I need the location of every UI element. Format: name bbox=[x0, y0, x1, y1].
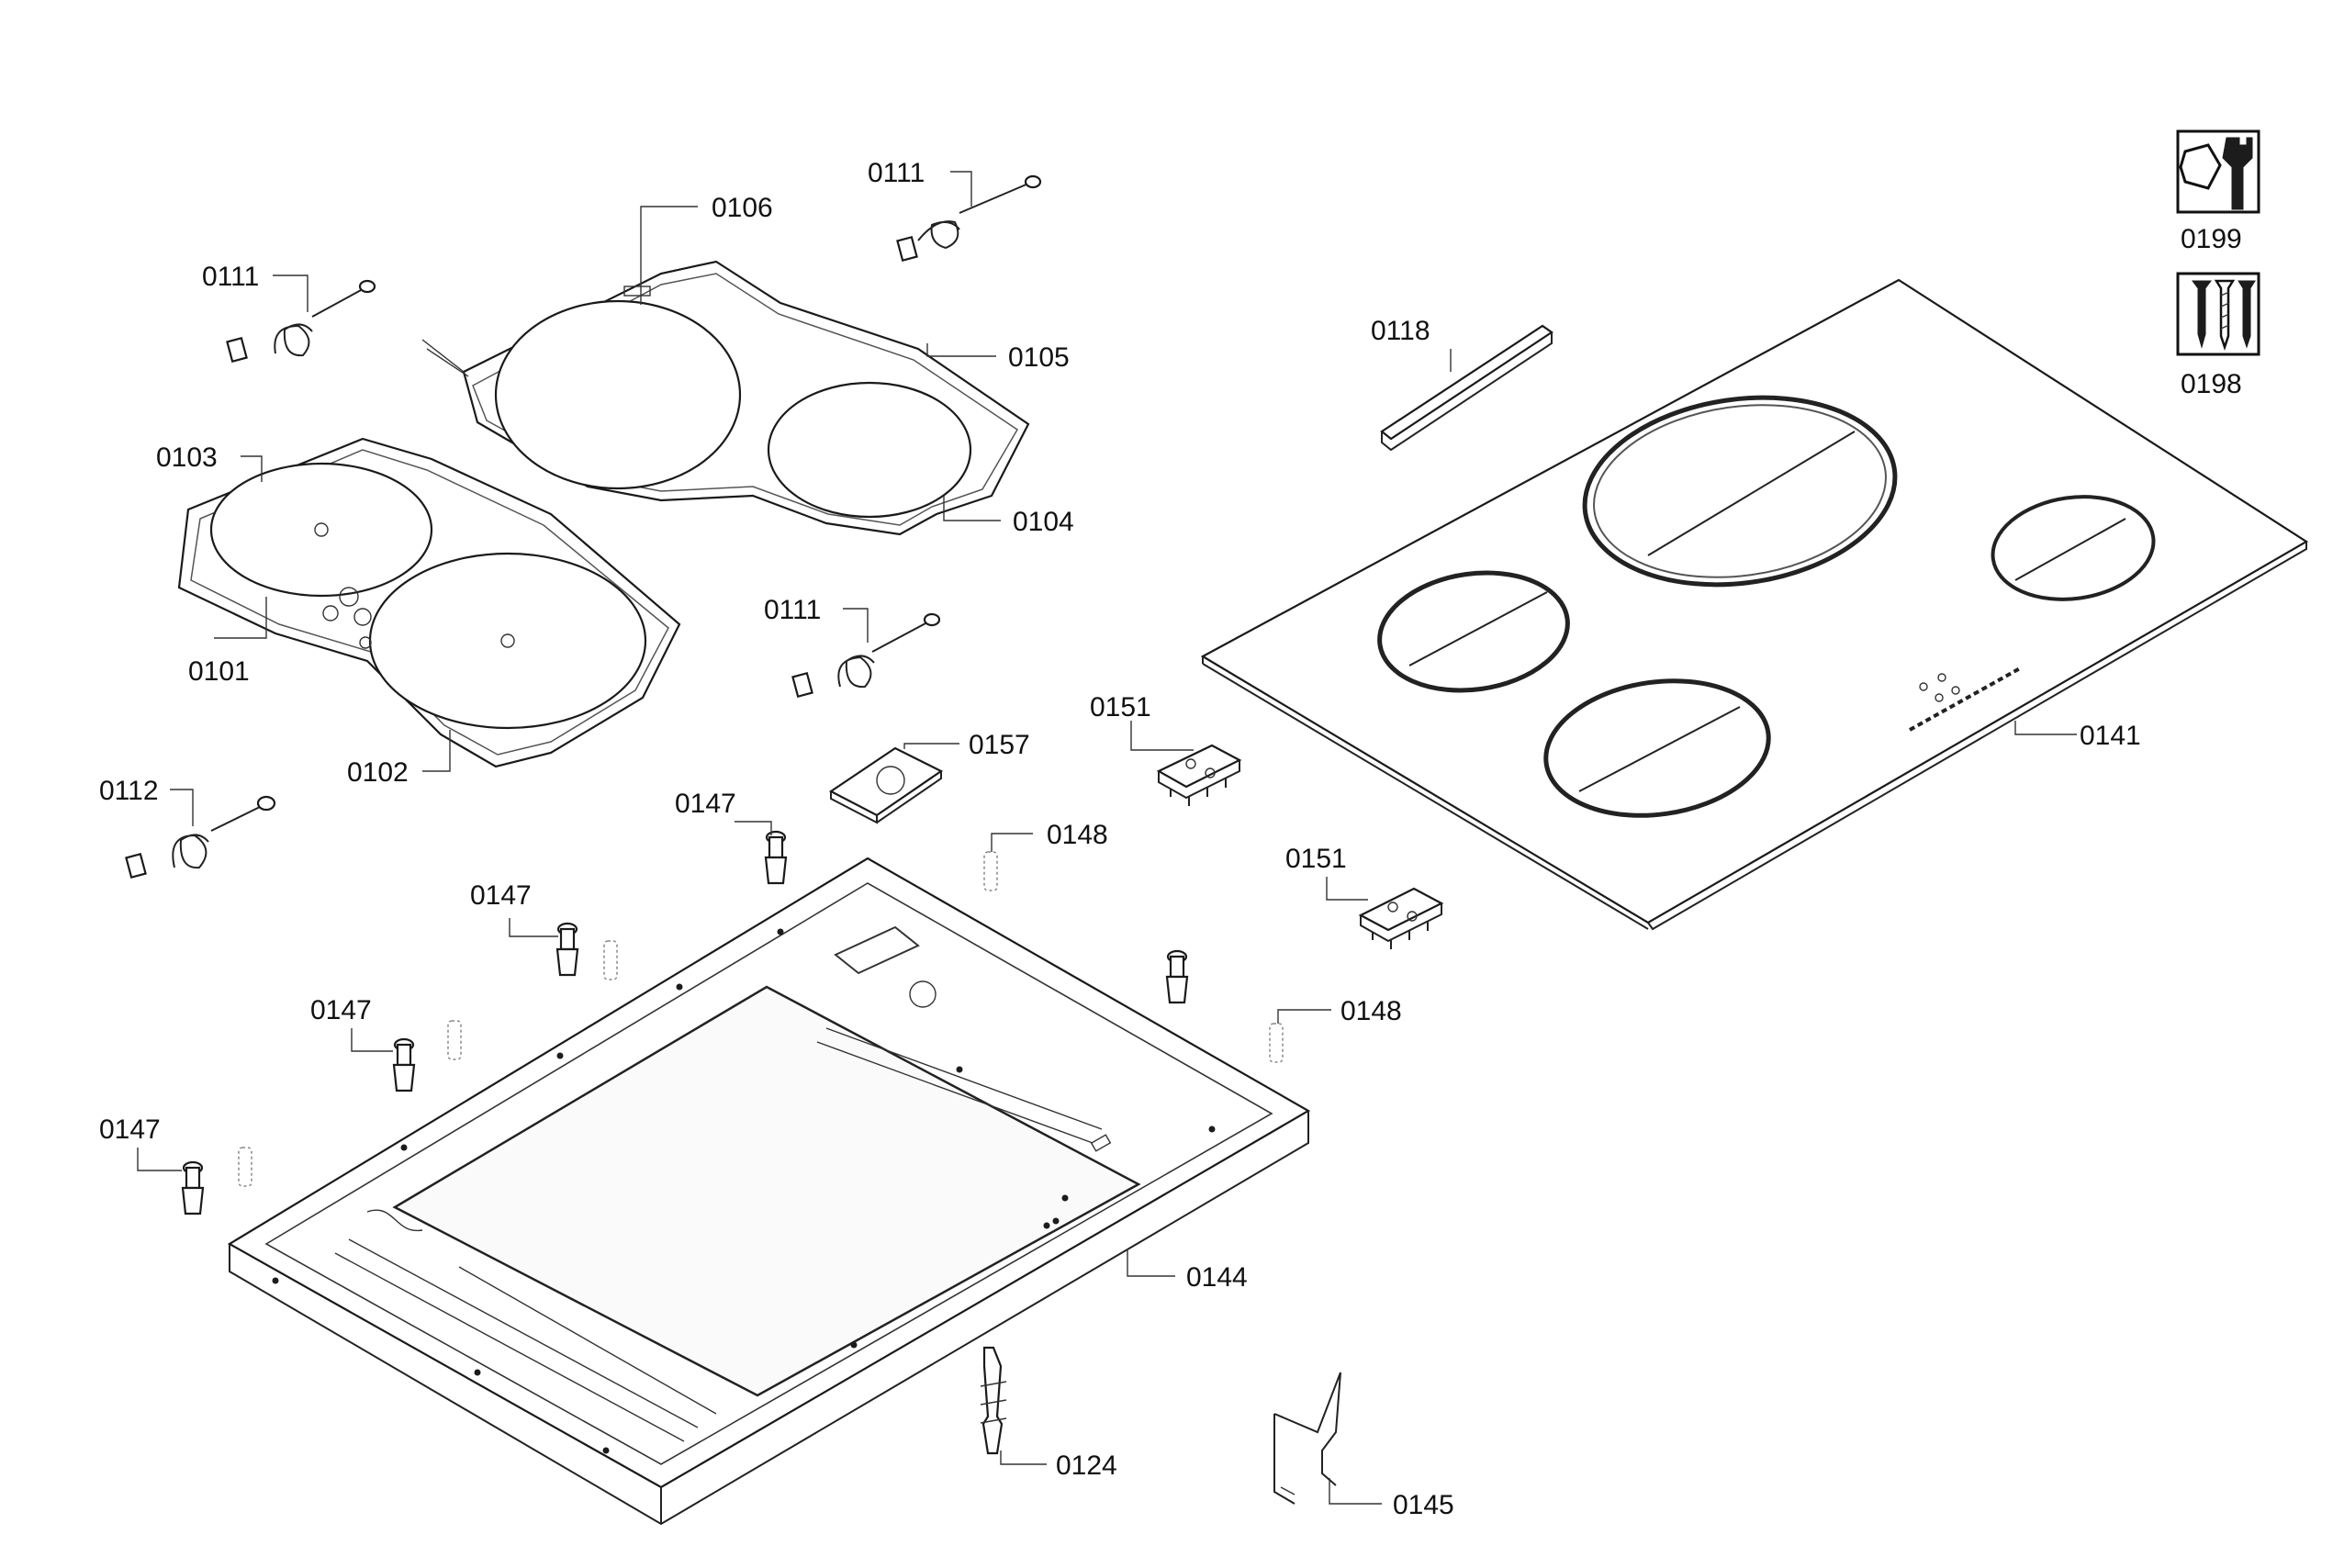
part-label-0147-d: 0147 bbox=[99, 1114, 161, 1145]
part-label-0199: 0199 bbox=[2181, 224, 2242, 254]
spring-0148-lower bbox=[1269, 1023, 1284, 1063]
part-label-0157: 0157 bbox=[969, 730, 1030, 760]
part-label-0147-a: 0147 bbox=[675, 789, 736, 819]
screws-icon bbox=[2176, 272, 2260, 356]
part-label-0148-upper: 0148 bbox=[1047, 820, 1108, 850]
clip-0151-lower bbox=[1358, 887, 1444, 949]
part-label-0103: 0103 bbox=[156, 442, 218, 473]
bracket-0157 bbox=[828, 746, 944, 824]
part-label-0148-lower: 0148 bbox=[1340, 996, 1402, 1026]
glass-ceramic-top bbox=[1200, 278, 2309, 931]
part-label-0145: 0145 bbox=[1393, 1490, 1454, 1520]
part-label-0151-upper: 0151 bbox=[1090, 692, 1151, 722]
foot-0147-d bbox=[181, 1160, 205, 1215]
part-label-0112: 0112 bbox=[99, 776, 159, 806]
spring-left-3 bbox=[238, 1147, 252, 1187]
part-label-0106: 0106 bbox=[712, 193, 773, 223]
part-label-0147-c: 0147 bbox=[310, 995, 372, 1025]
heating-element-tray-lower bbox=[177, 437, 681, 768]
clip-0151-upper bbox=[1156, 744, 1242, 806]
part-label-0151-lower: 0151 bbox=[1285, 844, 1347, 874]
part-label-0104: 0104 bbox=[1013, 507, 1074, 537]
part-label-0118: 0118 bbox=[1371, 316, 1430, 346]
part-label-0111-top: 0111 bbox=[868, 158, 925, 188]
foot-0147-e bbox=[1165, 949, 1189, 1004]
part-label-0102: 0102 bbox=[347, 757, 409, 788]
part-label-0105: 0105 bbox=[1008, 342, 1070, 373]
heating-element-tray-upper bbox=[421, 260, 1030, 536]
cable-set-0111-top bbox=[896, 174, 1042, 263]
spring-left-2 bbox=[447, 1020, 462, 1060]
spring-0148-upper bbox=[983, 851, 998, 891]
parts-kit-icon bbox=[2176, 129, 2260, 214]
trim-strip bbox=[1380, 324, 1553, 452]
part-label-0124: 0124 bbox=[1056, 1450, 1117, 1481]
spring-left-1 bbox=[603, 940, 618, 980]
cable-set-0112 bbox=[125, 795, 276, 879]
part-label-0198: 0198 bbox=[2181, 369, 2242, 399]
part-label-0141: 0141 bbox=[2080, 721, 2141, 751]
cooktop-frame bbox=[227, 857, 1311, 1526]
part-label-0111-middle: 0111 bbox=[764, 595, 821, 625]
cable-set-0111-middle bbox=[791, 612, 941, 699]
part-label-0147-b: 0147 bbox=[470, 880, 532, 911]
part-label-0144: 0144 bbox=[1186, 1262, 1248, 1293]
part-label-0111-left: 0111 bbox=[202, 262, 259, 292]
fastener-0124 bbox=[980, 1346, 1007, 1455]
foot-0147-b bbox=[555, 922, 579, 977]
part-label-0101: 0101 bbox=[188, 656, 250, 687]
cable-set-0111-left bbox=[226, 279, 376, 364]
foot-0147-c bbox=[392, 1037, 416, 1092]
bracket-0145 bbox=[1273, 1372, 1341, 1505]
foot-0147-a bbox=[764, 830, 788, 885]
